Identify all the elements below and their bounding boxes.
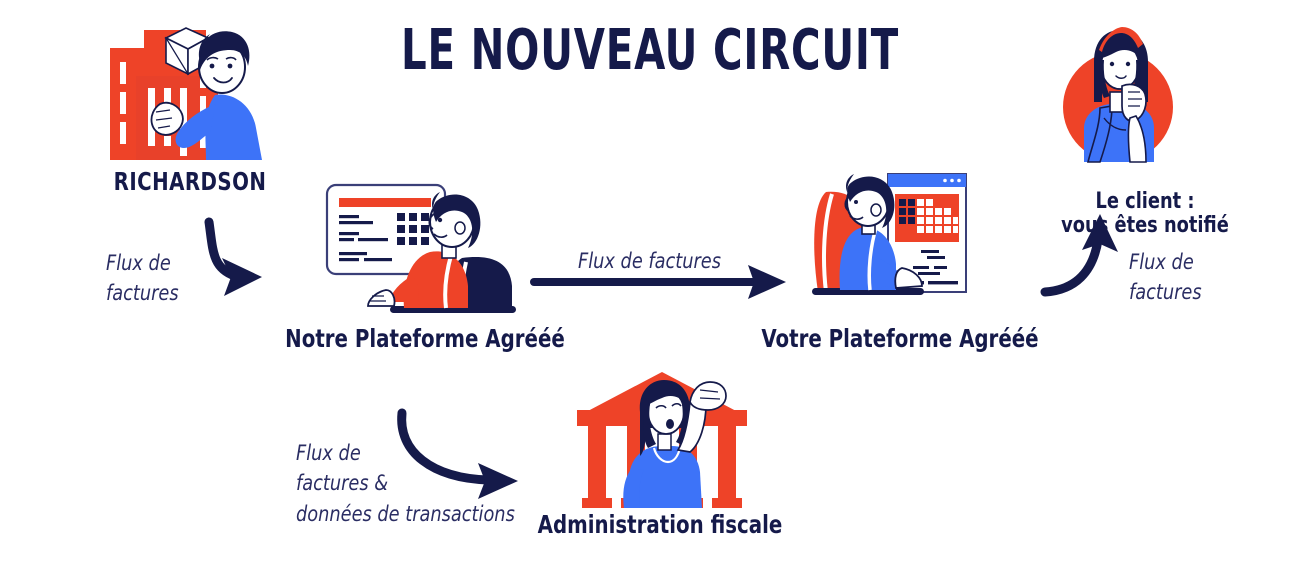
node-label-client: Le client : vous êtes notifié <box>1061 189 1229 239</box>
illustration-richardson <box>110 27 262 160</box>
page-title: LE NOUVEAU CIRCUIT <box>400 18 900 83</box>
arrow-notre-to-votre <box>530 265 786 299</box>
illustration-votre-plateforme <box>812 173 967 295</box>
node-label-notre-plateforme: Notre Plateforme Agrééé <box>285 324 565 353</box>
illustration-client <box>1063 27 1173 163</box>
flow-label-richardson-to-notre: Flux de factures <box>106 251 179 306</box>
flow-label-notre-to-administration: Flux de factures & données de transactio… <box>296 441 515 526</box>
illustration-administration <box>577 372 747 508</box>
arrow-votre-to-client <box>1040 214 1118 297</box>
arrow-richardson-to-notre <box>204 217 262 296</box>
node-label-votre-plateforme: Votre Plateforme Agrééé <box>761 324 1039 353</box>
flow-label-votre-to-client: Flux de factures <box>1129 250 1202 305</box>
illustration-notre-plateforme <box>325 183 516 313</box>
node-label-richardson: RICHARDSON <box>113 167 267 196</box>
flow-label-notre-to-votre: Flux de factures <box>578 249 721 273</box>
node-label-administration: Administration fiscale <box>537 510 783 539</box>
arrow-notre-to-administration <box>397 408 518 499</box>
